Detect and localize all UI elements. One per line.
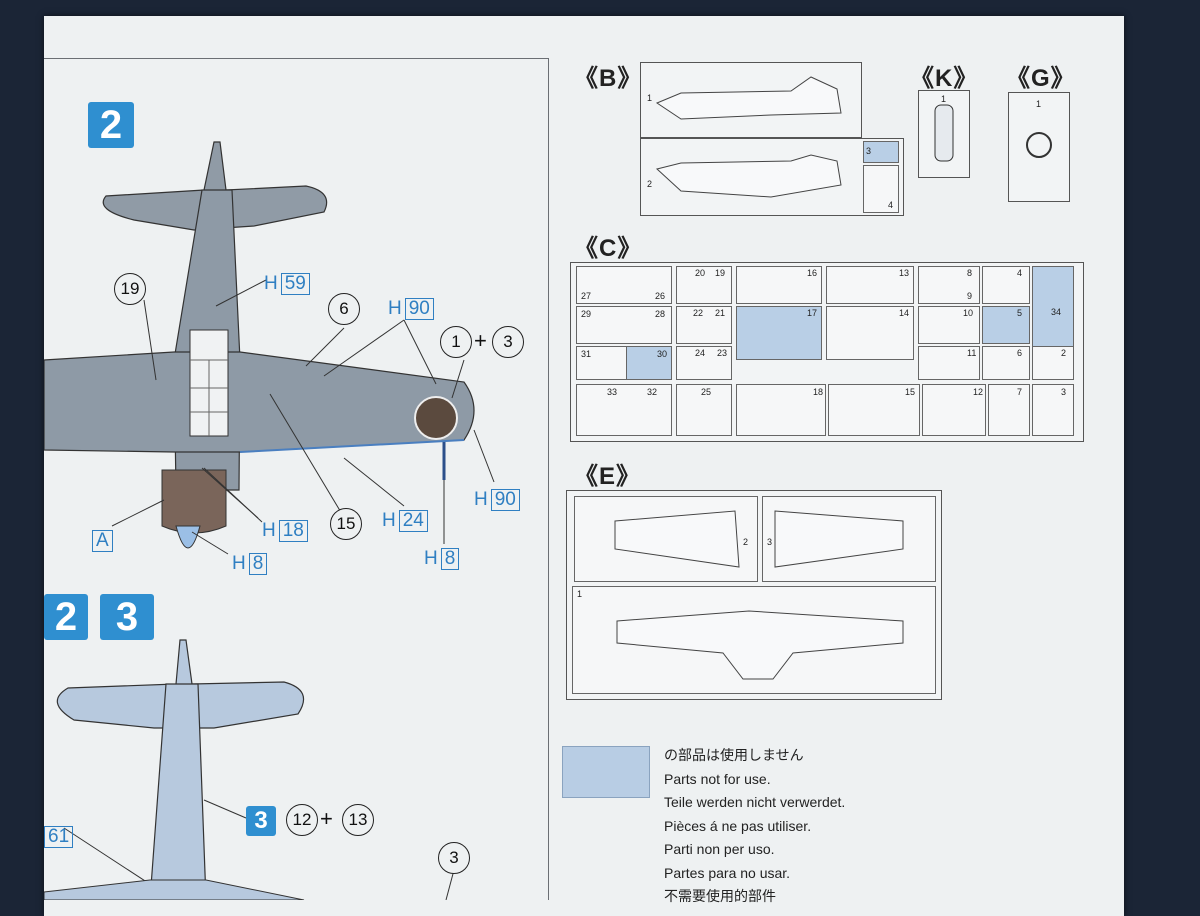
step-3-badge: 3 [100,594,154,640]
unused-part-34: 34 [1032,266,1074,348]
top-rule [44,58,548,59]
wing-upper-right-drawing [774,510,904,568]
section-e-label: 《E》 [574,463,642,490]
part-cell: 15 [828,384,920,436]
part-cell: 2 [1032,346,1074,380]
parts-frame-k: 1 [918,90,970,178]
part-4-cell: 4 [863,165,899,213]
part-cell: 6 [982,346,1030,380]
part-cell: 11 [918,346,980,380]
section-c-label: 《C》 [574,235,643,262]
part-num: 2 [647,179,653,189]
unused-part-3: 3 [863,141,899,163]
wing-lower-drawing [616,610,904,680]
legend-line-ja: の部品は使用しません [664,747,804,763]
section-b-label: 《B》 [574,65,643,92]
fuselage-half-2-drawing [655,154,842,198]
callout-3: 3 [492,326,524,358]
part-cell: 13 [826,266,914,304]
legend-line-zh: 不需要使用的部件 [664,888,776,904]
part-cell: 7 [988,384,1030,436]
callout-15: 15 [330,508,362,540]
parts-frame-b2: 2 3 4 [640,138,904,216]
step-2-badge: 2 [88,102,134,148]
callout-6: 6 [328,293,360,325]
aircraft-top-view-step2 [44,141,495,555]
section-g-label: 《G》 [1006,65,1076,92]
callout-19: 19 [114,273,146,305]
parts-frame-b1: 1 [640,62,862,138]
unused-parts-legend: の部品は使用しません Parts not for use. Teile werd… [664,744,845,909]
aircraft-top-view-step3 [44,639,455,900]
section-k-label: 《K》 [910,65,979,92]
wing-upper-left-drawing [614,510,740,568]
column-divider [548,58,549,900]
step-3-small-badge: 3 [246,806,276,836]
part-cell: 3 [1032,384,1074,436]
legend-line-de: Teile werden nicht verwerdet. [664,794,846,810]
wing-upper-right-cell: 3 [762,496,936,582]
legend-line-es: Partes para no usar. [664,864,791,881]
part-cell: 4 [982,266,1030,304]
parts-frame-g: 1 [1008,92,1070,202]
part-num: 1 [647,93,653,103]
part-cell: 16 [736,266,822,304]
plus-sign-2: + [320,806,333,831]
part-cell: 18 [736,384,826,436]
legend-line-fr: Pièces á ne pas utiliser. [664,817,812,834]
callout-12: 12 [286,804,318,836]
part-cell: 10 [918,306,980,344]
callout-3-lower: 3 [438,842,470,874]
part-cell: 25 [676,384,732,436]
legend-line-it: Parti non per uso. [664,841,775,857]
callout-1: 1 [440,326,472,358]
fuselage-half-1-drawing [655,76,842,120]
wing-upper-left-cell: 2 [574,496,758,582]
ref-a: A [92,530,113,552]
ring-part-drawing [1026,132,1052,158]
unused-part-30: 30 [626,346,672,380]
part-cell: 14 [826,306,914,360]
callout-13: 13 [342,804,374,836]
part-cell: 12 [922,384,986,436]
unused-parts-swatch [562,746,650,798]
unused-part-17: 17 [736,306,822,360]
step-2-badge-lower: 2 [44,594,88,640]
wing-lower-cell: 1 [572,586,936,694]
unused-part-5: 5 [982,306,1030,344]
plus-sign: + [474,328,487,353]
ref-61: 61 [44,826,74,848]
legend-line-en: Parts not for use. [664,770,771,787]
canopy-drawing [934,104,954,162]
